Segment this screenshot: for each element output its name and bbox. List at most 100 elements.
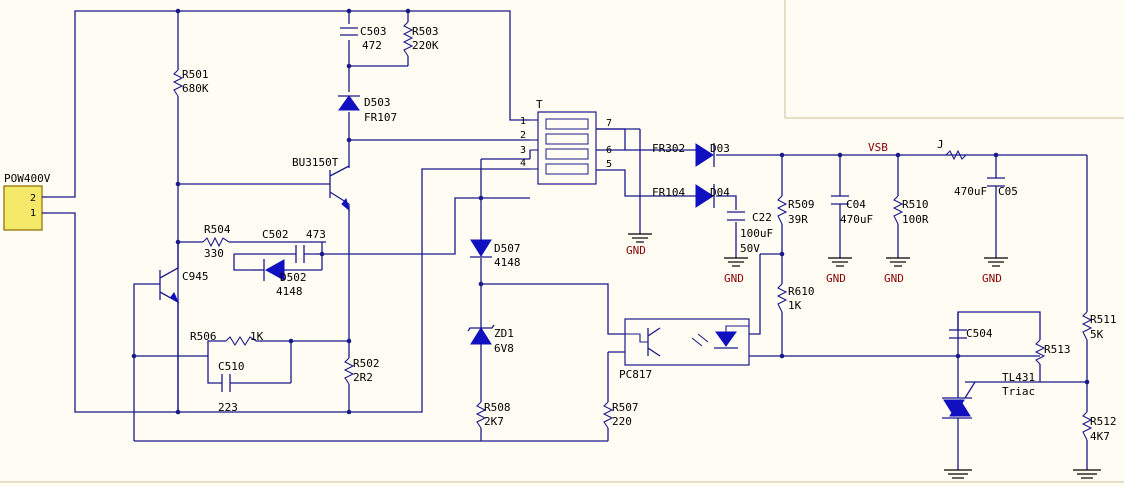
c510-ref: C510: [218, 360, 245, 373]
c05-value: 470uF: [954, 185, 987, 198]
resistor-r501: R501 680K: [172, 68, 209, 97]
resistor-r511: R511 5K: [1081, 311, 1117, 341]
c504-ref: C504: [966, 327, 993, 340]
c502-ref: C502: [262, 228, 289, 241]
r503-value: 220K: [412, 39, 439, 52]
capacitor-c22: C22 100uF 50V: [727, 211, 773, 255]
transformer-t: T 1 2 3 4 7 6 5: [520, 98, 612, 185]
c22-voltage: 50V: [740, 242, 760, 255]
d507-value: 4148: [494, 256, 521, 269]
transformer-ref: T: [536, 98, 543, 111]
r509-value: 39R: [788, 213, 808, 226]
zd1-ref: ZD1: [494, 327, 514, 340]
wires: [48, 10, 1088, 470]
transformer-pin-2: 2: [520, 130, 526, 141]
resistor-r509: R509 39R: [776, 195, 815, 226]
zd1-value: 6V8: [494, 342, 514, 355]
inductor-j: J: [937, 138, 967, 161]
diode-d503: D503 FR107: [338, 95, 397, 124]
tl431-ref: TL431: [1002, 371, 1035, 384]
c503-value: 472: [362, 39, 382, 52]
r506-value: 1K: [250, 330, 264, 343]
resistor-r510: R510 100R: [892, 195, 929, 226]
zener-zd1: ZD1 6V8: [467, 324, 514, 355]
diode-d502: D502 4148: [252, 259, 307, 298]
r508-ref: R508: [484, 401, 511, 414]
resistor-r512: R512 4K7: [1081, 411, 1117, 443]
r511-ref: R511: [1090, 313, 1117, 326]
transistor-bu3150t: BU3150T: [292, 156, 350, 212]
c502-value: 473: [306, 228, 326, 241]
resistor-r507: R507 220: [602, 401, 639, 429]
resistor-r504: R504 330: [202, 223, 231, 260]
capacitor-c504: C504: [949, 312, 993, 340]
r507-ref: R507: [612, 401, 639, 414]
d04-model: FR104: [652, 186, 685, 199]
capacitor-c510: C510 223: [218, 360, 245, 414]
junction-dots: [131, 8, 1090, 415]
connector-pow400v: POW400V 2 1: [3, 172, 51, 231]
r501-value: 680K: [182, 82, 209, 95]
resistor-r610: R610 1K: [776, 283, 815, 313]
ground-symbol-gnd5: GND: [982, 257, 1008, 285]
r610-ref: R610: [788, 285, 815, 298]
r502-ref: R502: [353, 357, 380, 370]
ground-symbol-gnd2: GND: [724, 257, 748, 285]
resistor-r502: R502 2R2: [343, 357, 380, 385]
triac-tl431: TL431 Triac: [942, 371, 1035, 420]
d03-model: FR302: [652, 142, 685, 155]
r501-ref: R501: [182, 68, 209, 81]
capacitor-c04: C04 470uF: [831, 195, 873, 226]
capacitor-c503: C503 472: [340, 25, 387, 52]
d507-ref: D507: [494, 242, 521, 255]
resistor-r503: R503 220K: [402, 21, 439, 57]
d503-value: FR107: [364, 111, 397, 124]
j-ref: J: [937, 138, 944, 151]
d03-ref: D03: [710, 142, 730, 155]
c510-value: 223: [218, 401, 238, 414]
ground-symbol-r512: [1073, 469, 1101, 479]
transformer-pin-7: 7: [606, 118, 612, 129]
r502-value: 2R2: [353, 371, 373, 384]
c503-ref: C503: [360, 25, 387, 38]
r504-value: 330: [204, 247, 224, 260]
ground-symbol-gnd4: GND: [884, 257, 910, 285]
pc817-ref: PC817: [619, 368, 652, 381]
optocoupler-pc817: PC817: [619, 318, 750, 381]
capacitor-c05: 470uF C05: [954, 177, 1018, 198]
tl431-type: Triac: [1002, 385, 1035, 398]
capacitor-c502: C502 473: [262, 228, 326, 263]
r513-ref: R513: [1044, 343, 1071, 356]
r503-ref: R503: [412, 25, 439, 38]
ground-symbol-gnd3: GND: [826, 257, 852, 285]
transistor-c945: C945: [170, 270, 209, 304]
connector-pin-1: 1: [30, 208, 36, 219]
c22-value: 100uF: [740, 227, 773, 240]
r512-value: 4K7: [1090, 430, 1110, 443]
ground-symbol-gnd1: GND: [626, 233, 652, 257]
r512-ref: R512: [1090, 415, 1117, 428]
connector-pin-2: 2: [30, 193, 36, 204]
resistor-r508: R508 2K7: [475, 401, 511, 429]
r610-value: 1K: [788, 299, 802, 312]
d502-ref: D502: [280, 271, 307, 284]
transformer-pin-4: 4: [520, 158, 526, 169]
gnd-label-2: GND: [724, 272, 744, 285]
c945-ref: C945: [182, 270, 209, 283]
r504-ref: R504: [204, 223, 231, 236]
r510-value: 100R: [902, 213, 929, 226]
transformer-pin-6: 6: [606, 145, 612, 156]
d502-value: 4148: [276, 285, 303, 298]
gnd-label-5: GND: [982, 272, 1002, 285]
transformer-pin-5: 5: [606, 159, 612, 170]
c04-value: 470uF: [840, 213, 873, 226]
gnd-label-3: GND: [826, 272, 846, 285]
diode-d03: FR302 D03: [652, 142, 730, 167]
diode-d507: D507 4148: [470, 239, 521, 269]
c22-ref: C22: [752, 211, 772, 224]
diode-d04: FR104 D04: [652, 184, 730, 208]
connector-ref: POW400V: [4, 172, 51, 185]
resistor-r506: R506 1K: [190, 330, 264, 347]
